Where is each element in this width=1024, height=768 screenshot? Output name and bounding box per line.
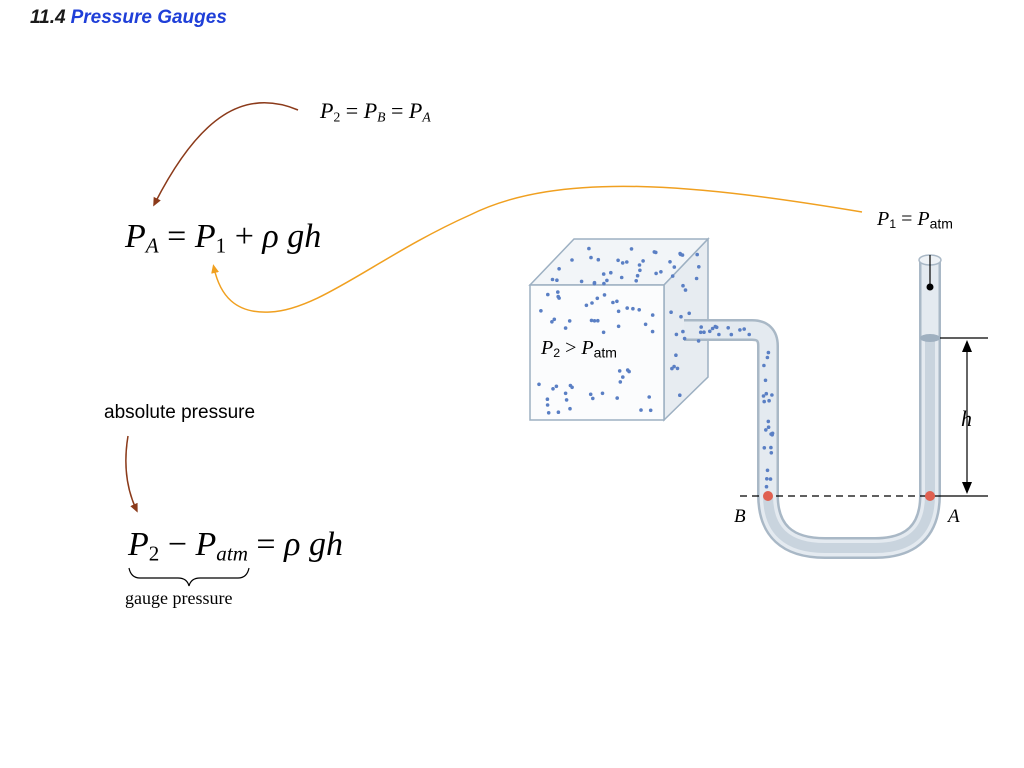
- gas-particles: [537, 246, 775, 489]
- underbrace: [128, 567, 250, 587]
- arrow-chain-to-pa: [153, 102, 299, 207]
- gas-tank: [528, 237, 710, 422]
- u-tube-manometer: [684, 254, 942, 559]
- section-number: 11.4: [30, 7, 66, 28]
- title-text: Pressure Gauges: [70, 7, 227, 28]
- p2-greater-than-patm-label: P2 > Patm: [541, 337, 617, 361]
- arrow-patm-to-p1: [211, 185, 863, 313]
- p1-equals-patm-label: P1 = Patm: [877, 208, 953, 232]
- point-b-marker: [763, 491, 773, 501]
- point-b-label: B: [734, 506, 746, 527]
- point-a-marker: [925, 491, 935, 501]
- gauge-pressure-label: gauge pressure: [125, 588, 233, 608]
- p1-point: [926, 283, 934, 291]
- equation-pa: PA = P1 + ρ gh: [125, 218, 322, 258]
- point-a-label: A: [948, 506, 960, 527]
- arrow-absolute-to-gauge: [125, 435, 138, 513]
- absolute-pressure-label: absolute pressure: [104, 402, 256, 423]
- height-label: h: [961, 406, 972, 431]
- equation-pressure-chain: P2 = PB = PA: [320, 98, 431, 125]
- equation-gauge: P2 − Patm = ρ gh: [128, 526, 343, 566]
